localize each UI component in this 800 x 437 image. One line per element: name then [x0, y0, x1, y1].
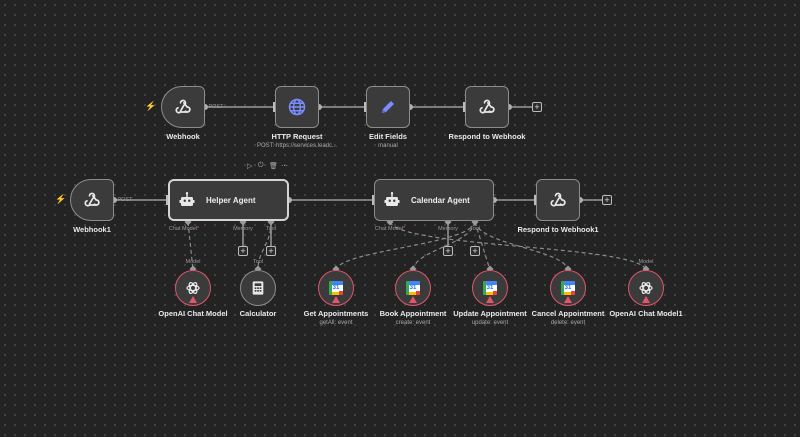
http-request-node[interactable] — [275, 86, 319, 128]
webhook-label: Webhook — [166, 132, 200, 141]
openai-icon — [639, 282, 653, 294]
post-port-label: POST — [208, 104, 224, 110]
calculator-node[interactable] — [240, 270, 276, 306]
calendar-tool-port-label: Tool — [469, 226, 481, 232]
http-request-label: HTTP Request — [271, 132, 323, 141]
google-calendar-icon: 31 — [561, 281, 575, 295]
openai-chat-model1-label: OpenAI Chat Model1 — [609, 309, 683, 318]
cancel-appointment-label: Cancel Appointment — [531, 309, 605, 318]
calendar-memory-port-label: Memory — [438, 226, 458, 232]
pencil-icon — [382, 101, 394, 113]
get-appointments-subtitle: getAll: event — [319, 320, 353, 326]
get-appointments-node[interactable]: 31 — [318, 270, 354, 306]
helper-agent-title: Helper Agent — [206, 195, 256, 205]
webhook-icon — [84, 192, 100, 207]
openai-icon — [186, 282, 200, 294]
openai-chat-model-label: OpenAI Chat Model — [158, 309, 228, 318]
google-calendar-icon: 31 — [329, 281, 343, 295]
warning-icon — [564, 296, 572, 303]
deactivate-node-button[interactable]: ⏻ — [258, 162, 264, 169]
respond-to-webhook1-node[interactable] — [536, 179, 580, 221]
trigger-bolt-icon: ⚡ — [145, 101, 157, 111]
model-connection-label: Model — [185, 259, 201, 265]
calendar-chat-model-port-label: Chat Model* — [374, 226, 406, 232]
edit-fields-label: Edit Fields — [369, 132, 407, 141]
edit-fields-node[interactable] — [366, 86, 410, 128]
add-memory-button[interactable]: + — [238, 246, 248, 256]
helper-agent-node[interactable]: Helper Agent — [168, 179, 289, 221]
google-calendar-icon: 31 — [483, 281, 497, 295]
helper-tool-port-label: Tool — [265, 226, 277, 232]
trigger-bolt-icon: ⚡ — [55, 194, 67, 204]
add-tool-button[interactable]: + — [470, 246, 480, 256]
http-request-subtitle: POST: https://services.leadc... — [256, 143, 338, 149]
robot-icon — [179, 192, 195, 206]
edit-fields-subtitle: manual — [378, 143, 398, 149]
post-port-label: POST — [117, 197, 133, 203]
respond-to-webhook1-label: Respond to Webhook1 — [517, 225, 599, 234]
calendar-agent-node[interactable]: Calendar Agent — [374, 179, 494, 221]
respond-to-webhook-label: Respond to Webhook — [448, 132, 526, 141]
respond-to-webhook-node[interactable] — [465, 86, 509, 128]
calculator-label: Calculator — [239, 309, 277, 318]
model-connection-label: Model — [638, 259, 654, 265]
add-tool-button[interactable]: + — [266, 246, 276, 256]
webhook-icon — [175, 99, 191, 114]
warning-icon — [332, 296, 340, 303]
helper-memory-port-label: Memory — [233, 226, 253, 232]
cancel-appointment-subtitle: delete: event — [550, 320, 586, 326]
book-appointment-label: Book Appointment — [379, 309, 447, 318]
google-calendar-icon: 31 — [406, 281, 420, 295]
webhook1-label: Webhook1 — [73, 225, 111, 234]
webhook1-node[interactable] — [70, 179, 114, 221]
add-node-button[interactable]: + — [602, 195, 612, 205]
webhook-icon — [479, 99, 495, 114]
robot-icon — [384, 192, 400, 206]
add-node-button[interactable]: + — [532, 102, 542, 112]
execute-node-button[interactable]: ▷ — [247, 163, 253, 170]
tool-connection-label: Tool — [252, 259, 264, 265]
calendar-agent-title: Calendar Agent — [411, 195, 470, 205]
update-appointment-subtitle: update: event — [471, 320, 509, 326]
helper-chat-model-port-label: Chat Model* — [168, 226, 200, 232]
webhook-icon — [550, 192, 566, 207]
warning-icon — [486, 296, 494, 303]
webhook-node[interactable] — [161, 86, 205, 128]
calculator-icon — [252, 281, 264, 295]
delete-node-button[interactable]: 🗑 — [269, 163, 278, 170]
more-options-button[interactable]: ⋯ — [281, 163, 288, 170]
book-appointment-subtitle: create: event — [395, 320, 431, 326]
warning-icon — [409, 296, 417, 303]
warning-icon — [642, 296, 650, 303]
globe-icon — [288, 98, 306, 116]
add-memory-button[interactable]: + — [443, 246, 453, 256]
get-appointments-label: Get Appointments — [303, 309, 369, 318]
warning-icon — [189, 296, 197, 303]
update-appointment-label: Update Appointment — [453, 309, 527, 318]
